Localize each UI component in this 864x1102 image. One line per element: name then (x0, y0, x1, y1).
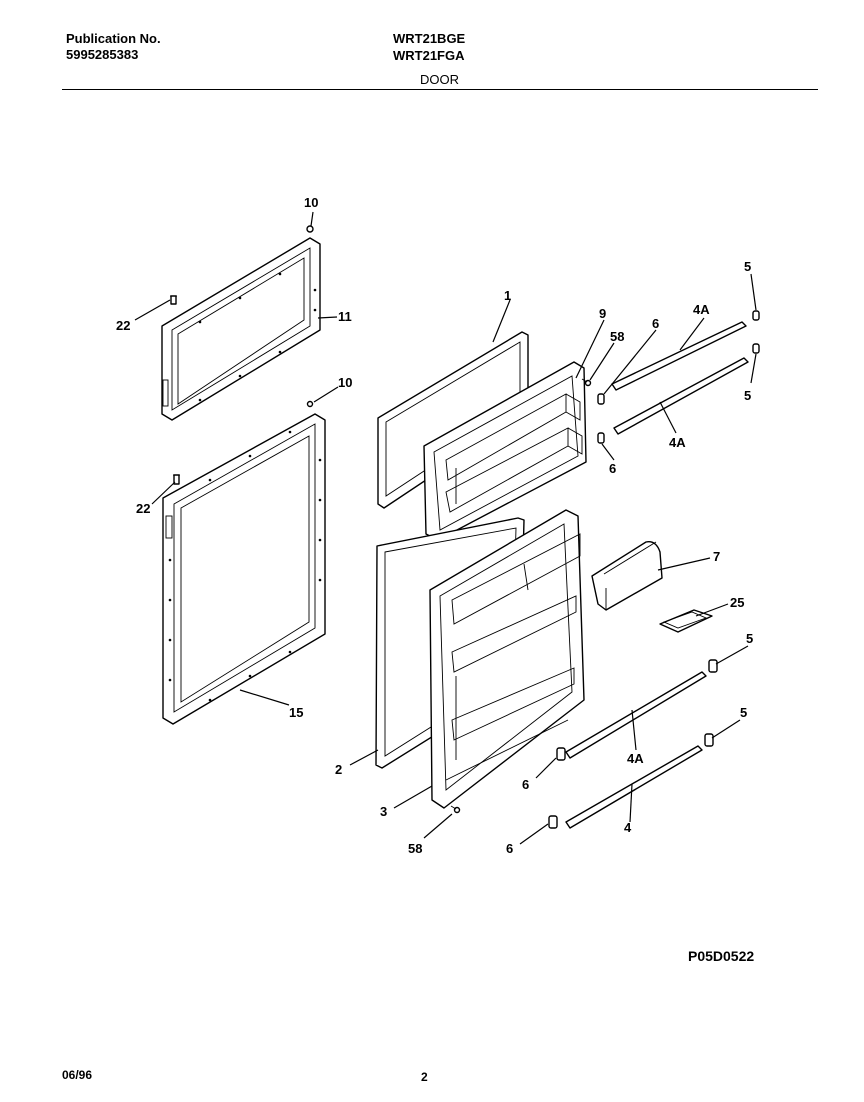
end-cap-5-a (752, 310, 760, 321)
callout-4a-top: 4A (693, 302, 710, 317)
callout-4: 4 (624, 820, 632, 835)
callout-4a-mid: 4A (669, 435, 686, 450)
callout-6-d: 6 (506, 841, 513, 856)
model-number-2: WRT21FGA (393, 48, 465, 63)
callout-58-bottom: 58 (408, 841, 422, 856)
callout-11: 11 (338, 309, 352, 324)
callout-2: 2 (335, 762, 342, 777)
fresh-food-door-liner (429, 509, 585, 809)
model-number-1: WRT21BGE (393, 31, 466, 46)
end-cap-5-d (704, 733, 714, 747)
bar-end-6-c (556, 747, 566, 761)
dairy-door (591, 541, 663, 611)
diagram-code: P05D0522 (688, 948, 755, 964)
screw-10-top (306, 225, 314, 233)
callout-58-top: 58 (610, 329, 624, 344)
publication-number: 5995285383 (66, 47, 139, 62)
publication-label: Publication No. (66, 31, 161, 46)
callout-labels: 10 11 22 10 22 15 1 9 58 6 4A 5 5 4A 6 7… (116, 195, 753, 856)
screw-22-top (170, 295, 177, 305)
fresh-food-door-frame (162, 413, 326, 725)
leader-lines (134, 211, 757, 845)
callout-5-c: 5 (746, 631, 753, 646)
freezer-door-frame (161, 237, 321, 421)
screw-58-top (581, 378, 592, 387)
callout-5-a: 5 (744, 259, 751, 274)
shelf-bar-lower-4a (565, 671, 707, 759)
freezer-door-liner (423, 361, 587, 541)
shelf-bar-upper-2 (613, 357, 749, 435)
callout-25: 25 (730, 595, 744, 610)
callout-6-b: 6 (609, 461, 616, 476)
section-title: DOOR (420, 72, 459, 87)
screw-22-lower (173, 474, 180, 485)
callout-4a-low: 4A (627, 751, 644, 766)
footer-date: 06/96 (62, 1068, 93, 1082)
callout-6-c: 6 (522, 777, 529, 792)
end-cap-5-c (708, 659, 718, 673)
callout-10-top: 10 (304, 195, 318, 210)
shelf-bar-upper-1 (611, 321, 747, 391)
shelf-bar-lower-4 (565, 745, 703, 829)
screw-58-bottom (450, 805, 461, 814)
page-number: 2 (421, 1070, 428, 1084)
callout-5-b: 5 (744, 388, 751, 403)
callout-1: 1 (504, 288, 511, 303)
header-divider (62, 89, 818, 90)
bar-end-6-b (597, 432, 605, 444)
callout-3: 3 (380, 804, 387, 819)
callout-15: 15 (289, 705, 303, 720)
bar-end-6-d (548, 815, 558, 829)
callout-5-d: 5 (740, 705, 747, 720)
callout-9: 9 (599, 306, 606, 321)
callout-7: 7 (713, 549, 720, 564)
callout-22-lower: 22 (136, 501, 150, 516)
end-cap-5-b (752, 343, 760, 354)
callout-6-a: 6 (652, 316, 659, 331)
screw-10-lower (306, 400, 314, 408)
bar-end-6-a (597, 393, 605, 405)
callout-10-lower: 10 (338, 375, 352, 390)
callout-22-top: 22 (116, 318, 130, 333)
